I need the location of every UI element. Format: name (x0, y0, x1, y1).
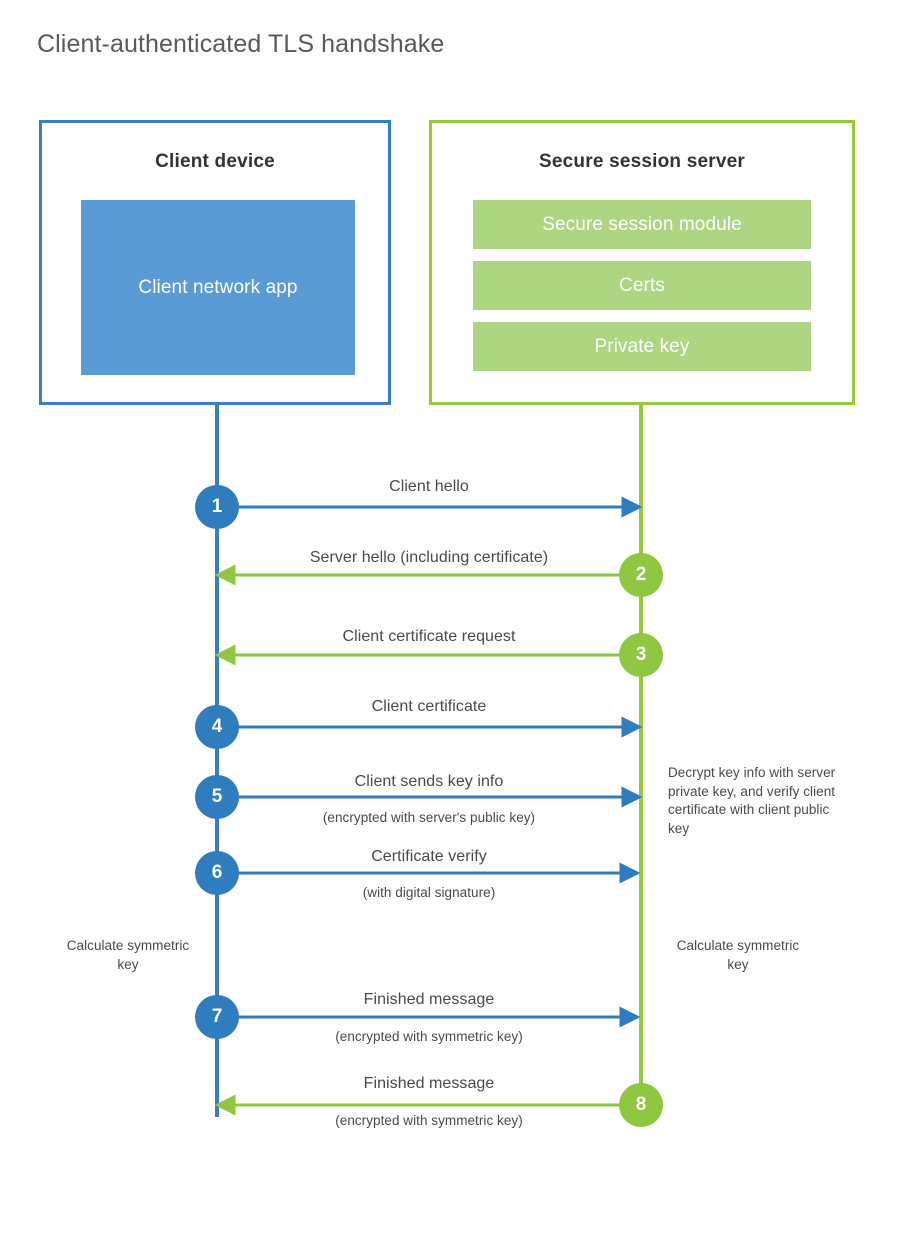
message-sublabel-6: (with digital signature) (362, 885, 496, 900)
server-block-secure-session-module: Secure session module (473, 200, 811, 249)
message-sublabel-8: (encrypted with symmetric key) (335, 1113, 523, 1128)
server-block-private-key: Private key (473, 322, 811, 371)
secure-session-server-title: Secure session server (539, 151, 745, 172)
message-label-4: Client certificate (371, 698, 487, 715)
step-circle-1[interactable]: 1 (195, 485, 239, 529)
message-label-1: Client hello (389, 478, 469, 495)
step-circle-2[interactable]: 2 (619, 553, 663, 597)
step-circle-3[interactable]: 3 (619, 633, 663, 677)
server-block-certs: Certs (473, 261, 811, 310)
message-label-2: Server hello (including certificate) (309, 549, 549, 566)
message-label-5: Client sends key info (354, 773, 504, 790)
message-sublabel-5: (encrypted with server's public key) (322, 810, 536, 825)
step-circle-8[interactable]: 8 (619, 1083, 663, 1127)
message-label-7: Finished message (363, 991, 495, 1008)
step-circle-6[interactable]: 6 (195, 851, 239, 895)
step-circle-5[interactable]: 5 (195, 775, 239, 819)
annotation-server-calculate-symmetric-key: Calculate symmetric key (676, 938, 800, 972)
secure-session-server-box: Secure session server Secure session mod… (429, 120, 855, 405)
message-sublabel-7: (encrypted with symmetric key) (335, 1029, 523, 1044)
message-label-6: Certificate verify (371, 848, 487, 865)
step-circle-4[interactable]: 4 (195, 705, 239, 749)
page-title: Client-authenticated TLS handshake (37, 30, 445, 58)
server-lifeline (639, 405, 643, 1105)
message-label-3: Client certificate request (342, 628, 516, 645)
message-label-8: Finished message (363, 1075, 495, 1092)
annotation-server-decrypt: Decrypt key info with server private key… (668, 765, 836, 836)
client-network-app-block: Client network app (81, 200, 355, 375)
annotation-client-calculate-symmetric-key: Calculate symmetric key (66, 938, 190, 972)
step-circle-7[interactable]: 7 (195, 995, 239, 1039)
client-lifeline (215, 405, 219, 1117)
client-device-title: Client device (155, 151, 275, 172)
client-device-box: Client device Client network app (39, 120, 391, 405)
server-component-stack: Secure session module Certs Private key (473, 200, 811, 371)
